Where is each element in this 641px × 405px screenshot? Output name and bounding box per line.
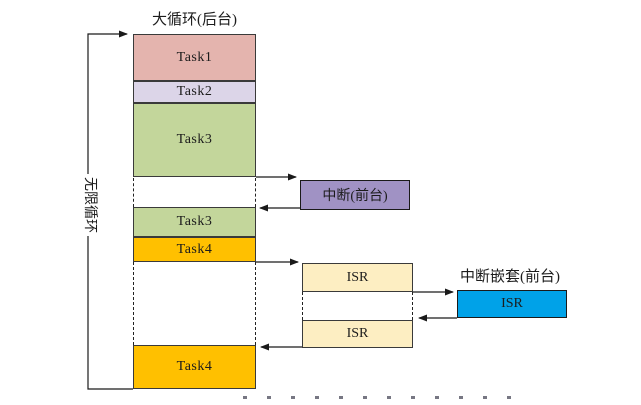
task2-label: Task2 xyxy=(176,84,213,99)
isr-preemption-gap xyxy=(302,292,413,320)
big-loop-title: 大循环(后台) xyxy=(152,12,237,28)
task3-block: Task3 xyxy=(133,103,256,177)
isr-first-label: ISR xyxy=(346,269,369,285)
task3-repeat-block: Task3 xyxy=(133,207,256,237)
task1-label: Task1 xyxy=(176,49,213,65)
isr-second-label: ISR xyxy=(346,326,369,341)
isr-second-box: ISR xyxy=(302,320,413,348)
isr-first-box: ISR xyxy=(302,263,413,292)
task1-block: Task1 xyxy=(133,34,256,81)
task3-label: Task3 xyxy=(176,132,213,147)
nested-isr-box: ISR xyxy=(457,290,567,318)
interrupt-label: 中断(前台) xyxy=(322,189,388,204)
task4-repeat-block: Task4 xyxy=(133,345,256,389)
task2-block: Task2 xyxy=(133,81,256,103)
interrupt-box: 中断(前台) xyxy=(300,180,410,210)
nested-isr-label: ISR xyxy=(501,296,523,311)
task3-repeat-label: Task3 xyxy=(176,214,213,229)
task4-block: Task4 xyxy=(133,237,256,262)
task4-repeat-label: Task4 xyxy=(176,359,213,374)
nested-interrupt-caption: 中断嵌套(前台) xyxy=(460,269,560,285)
infinite-loop-label: 无限循环 xyxy=(80,174,98,236)
task4-label: Task4 xyxy=(176,241,213,257)
cropped-caption-fragment xyxy=(243,396,523,399)
preemption-gap-isr xyxy=(133,262,256,345)
preemption-gap-interrupt xyxy=(133,178,256,207)
